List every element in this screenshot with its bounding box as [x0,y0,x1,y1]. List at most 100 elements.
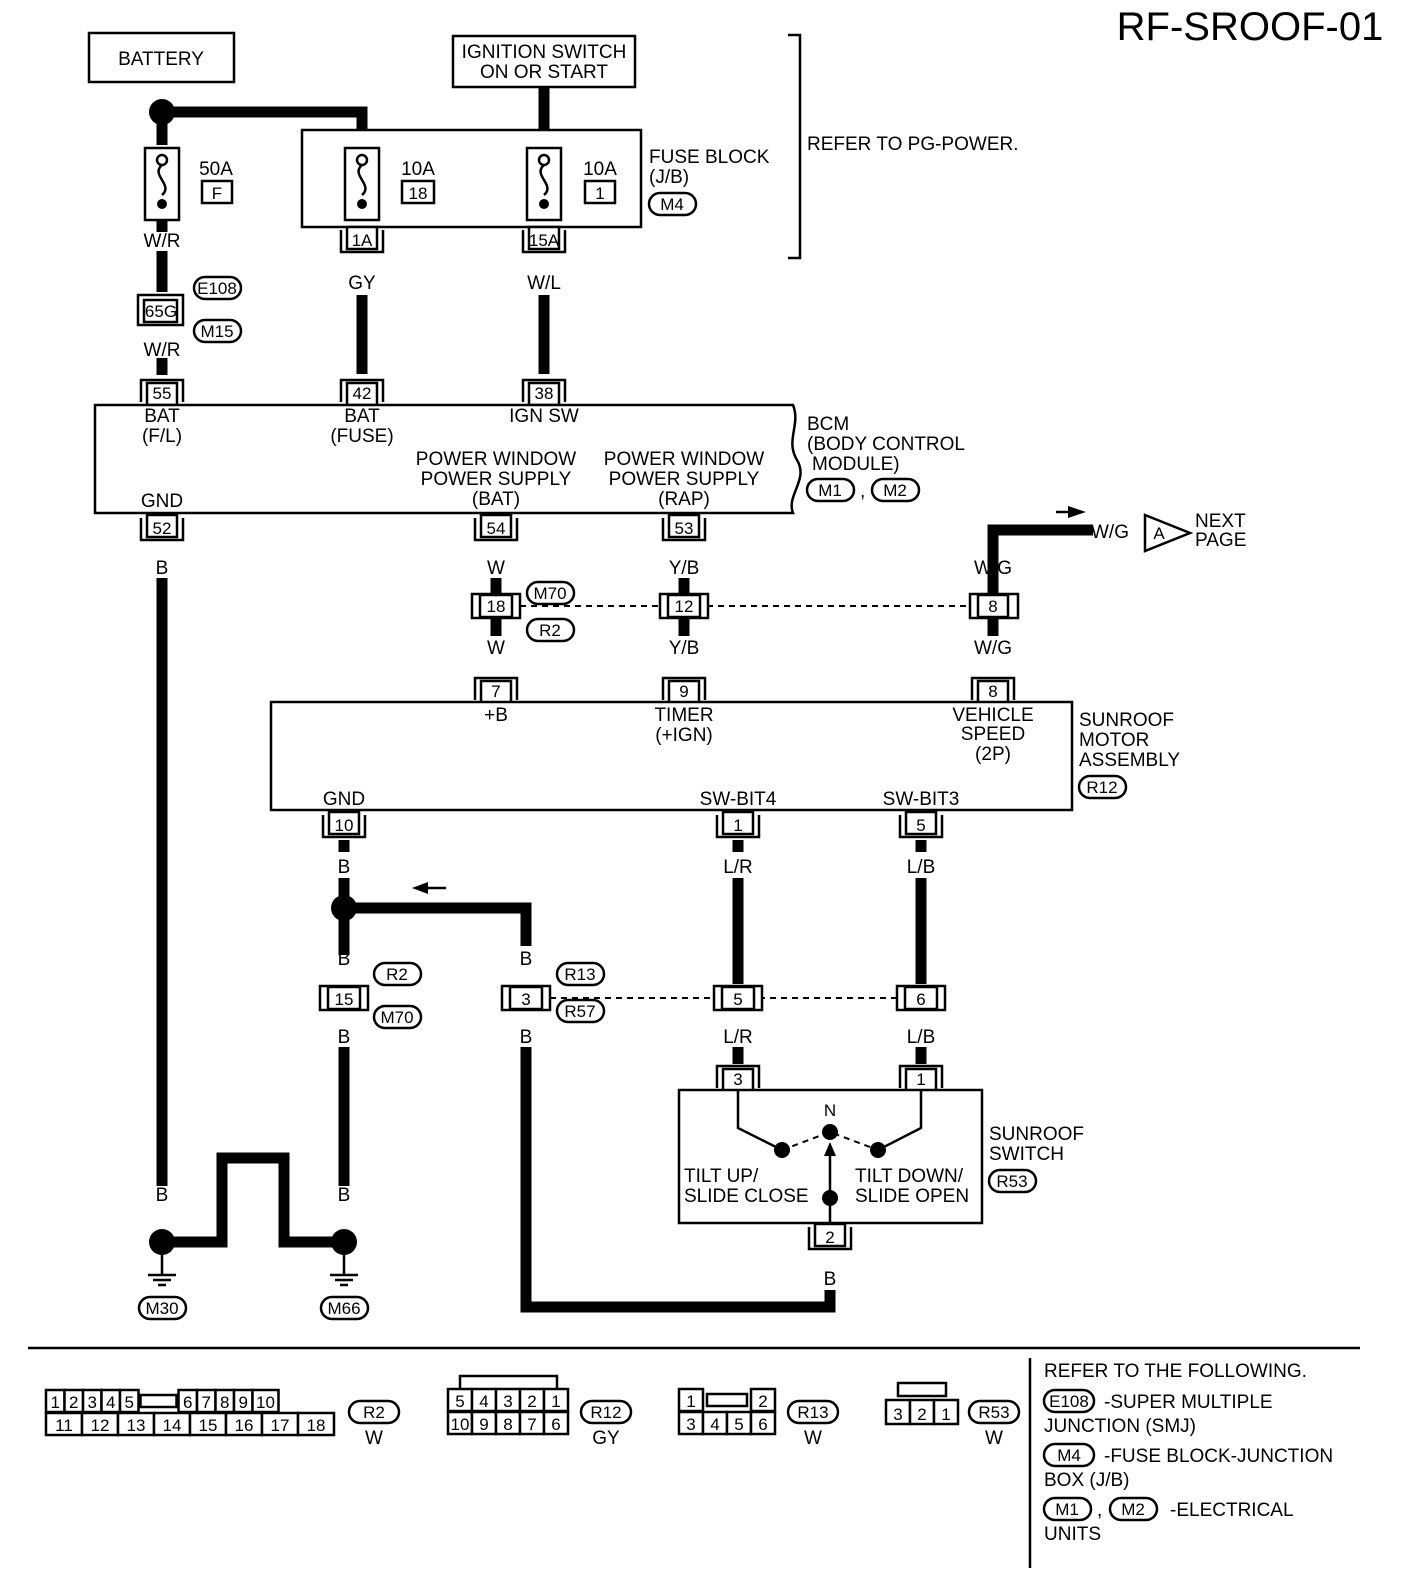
svg-text:W: W [487,638,505,659]
svg-text:W: W [804,1428,822,1449]
svg-text:12: 12 [675,597,694,616]
svg-text:SW-BIT3: SW-BIT3 [883,789,960,810]
svg-text:TIMER: TIMER [654,705,713,726]
svg-text:Y/B: Y/B [669,638,700,659]
splice-ground [331,895,357,921]
svg-text:GND: GND [323,789,365,810]
svg-text:POWER SUPPLY: POWER SUPPLY [421,469,572,490]
ground-point-m66 [331,1229,357,1255]
svg-text:42: 42 [353,384,372,403]
svg-text:R12: R12 [590,1403,621,1422]
connector-cell-label: 9 [239,1393,248,1412]
connector-cell-label: 5 [455,1392,464,1411]
svg-text:PAGE: PAGE [1195,530,1246,551]
svg-text:M70: M70 [533,584,566,603]
svg-text:GY: GY [348,273,376,294]
svg-text:POWER WINDOW: POWER WINDOW [416,449,576,470]
svg-text:IGN SW: IGN SW [509,406,579,427]
svg-text:53: 53 [675,519,694,538]
svg-text:POWER WINDOW: POWER WINDOW [604,449,764,470]
svg-text:W: W [487,558,505,579]
harness-wires [156,87,1093,1313]
connector-cell-label: 18 [307,1416,326,1435]
svg-text:MOTOR: MOTOR [1079,730,1149,751]
svg-text:R53: R53 [996,1172,1027,1191]
svg-text:1: 1 [595,184,604,203]
svg-text:R12: R12 [1086,778,1117,797]
sunroof-motor-assembly [269,700,1074,812]
svg-text:B: B [824,1269,837,1290]
connector-cell-label: 8 [220,1393,229,1412]
svg-text:GY: GY [592,1428,620,1449]
ignition-label: IGNITION SWITCH [462,42,627,63]
svg-text:N: N [824,1101,836,1120]
connector-latch [705,1392,749,1408]
connector-cell-label: 1 [941,1405,950,1424]
conn-m30-badge [137,1295,188,1321]
svg-text:B: B [520,949,533,970]
svg-text:TILT UP/: TILT UP/ [684,1166,759,1187]
svg-text:ASSEMBLY: ASSEMBLY [1079,750,1180,771]
svg-text:7: 7 [491,682,500,701]
connector-cell-label: 4 [479,1392,488,1411]
battery-box [87,31,236,84]
connector-cell-label: 7 [202,1393,211,1412]
sunroof-motor-label: SUNROOF [1079,710,1174,731]
svg-text:(FUSE): (FUSE) [330,426,393,447]
connector-cell-label: 3 [88,1393,97,1412]
svg-text:SWITCH: SWITCH [989,1144,1064,1165]
svg-text:POWER SUPPLY: POWER SUPPLY [609,469,760,490]
svg-text:M70: M70 [380,1008,413,1027]
connector-latch [896,1381,948,1398]
svg-text:R13: R13 [564,965,595,984]
ground-point-m30 [149,1229,175,1255]
connector-cell-label: 5 [125,1393,134,1412]
svg-text:,: , [1097,1500,1102,1521]
connector-cell-label: 16 [235,1416,254,1435]
svg-text:MODULE): MODULE) [812,454,900,475]
splice-battery [149,99,175,125]
svg-text:1: 1 [916,1070,925,1089]
svg-text:3: 3 [521,990,530,1009]
svg-text:,: , [860,481,865,502]
svg-text:L/B: L/B [907,1027,936,1048]
svg-text:B: B [338,1185,351,1206]
connector-cell-label: 10 [451,1415,470,1434]
svg-text:B: B [156,558,169,579]
svg-text:65G: 65G [145,302,177,321]
connector-cell-label: 6 [183,1393,192,1412]
svg-text:BOX (J/B): BOX (J/B) [1044,1470,1130,1491]
svg-text:(F/L): (F/L) [142,426,182,447]
svg-text:W/R: W/R [144,340,181,361]
svg-text:E108: E108 [197,279,237,298]
fuse-50a [143,146,181,222]
svg-text:10A: 10A [583,159,617,180]
svg-text:M2: M2 [883,481,907,500]
svg-text:M4: M4 [1057,1446,1081,1465]
connector-cell-label: 8 [503,1415,512,1434]
svg-text:R2: R2 [386,965,408,984]
svg-text:VEHICLE: VEHICLE [952,705,1033,726]
connector-cell-label: 6 [758,1415,767,1434]
page-code: RF-SROOF-01 [1117,5,1384,49]
connector-cell-label: 1 [686,1392,695,1411]
svg-text:+B: +B [484,705,508,726]
svg-text:W/L: W/L [527,273,561,294]
svg-text:R57: R57 [564,1002,595,1021]
svg-text:BAT: BAT [344,406,380,427]
svg-text:Y/B: Y/B [669,558,700,579]
svg-text:18: 18 [409,184,428,203]
connector-cell [749,1410,777,1436]
svg-text:(RAP): (RAP) [658,489,710,510]
connector-cell-label: 12 [91,1416,110,1435]
svg-text:NEXT: NEXT [1195,511,1246,532]
connector-cell-label: 4 [710,1415,719,1434]
fuse-10a-18 [343,146,381,222]
svg-text:B: B [278,1185,291,1206]
battery-label: BATTERY [118,49,204,70]
legend-refer-title: REFER TO THE FOLLOWING. [1044,1361,1307,1382]
svg-text:W/G: W/G [974,638,1012,659]
svg-text:W/G: W/G [974,558,1012,579]
connector-latch [139,1393,178,1409]
